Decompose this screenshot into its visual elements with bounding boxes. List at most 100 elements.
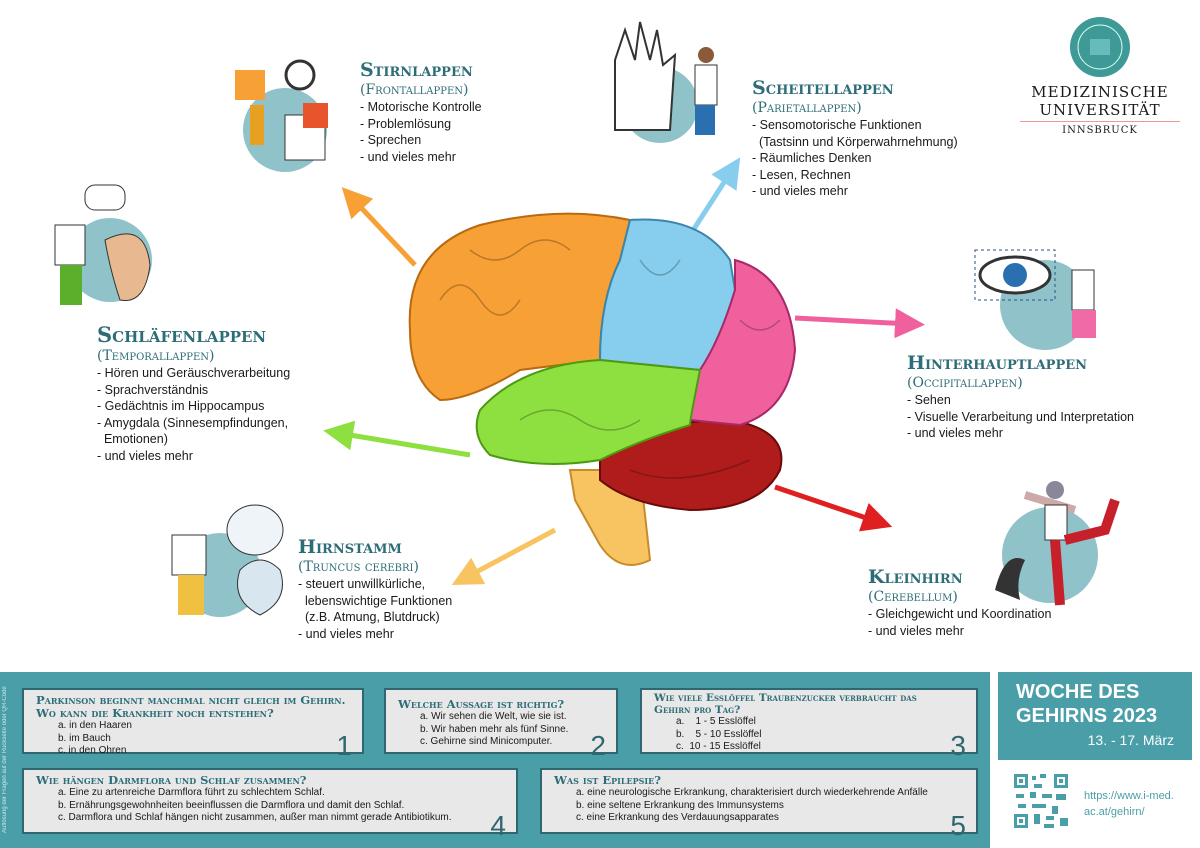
event-url-link[interactable]: https://www.i-med. ac.at/gehirn/ [1084,788,1194,820]
ear-person-illustration [54,184,152,305]
lobe-item: - Problemlösung [360,116,452,131]
lobe-subtitle: (Occipitallappen) [907,375,1023,391]
event-dates: 13. - 17. März [1087,732,1174,748]
arrow-temporal [323,420,471,458]
answer: c. 10 - 15 Esslöffel [676,741,761,752]
answer: b. Wir haben mehr als fünf Sinne. [420,723,569,735]
eye-person-illustration [974,249,1096,350]
question-number: 1 [336,729,352,761]
lobe-subtitle: (Temporallappen) [97,348,215,364]
lobe-subtitle: (Parietallappen) [752,100,862,116]
lobe-title: Scheitellappen [752,77,894,99]
quiz-question-3: Wie viele Esslöffel Traubenzucker verbra… [640,688,978,761]
lobe-item: Emotionen) [97,432,168,446]
answer: b. Ernährungsgewohnheiten beeinflussen d… [58,799,405,811]
arrow-parietal [687,157,741,237]
lobe-item: - und vieles mehr [907,426,1003,440]
lobe-item: (z.B. Atmung, Blutdruck) [298,610,440,624]
answer: b. eine seltene Erkrankung des Immunsyst… [576,799,784,811]
lobe-item: - Sehen [907,393,951,407]
lobe-item: - und vieles mehr [868,623,964,638]
lobe-subtitle: (Frontallappen) [360,82,469,98]
brain-illustration [323,157,925,586]
answer: c. Darmflora und Schlaf hängen nicht zus… [58,812,452,823]
question-number: 4 [490,809,506,841]
event-banner: WOCHE DES GEHIRNS 2023 13. - 17. März [998,672,1192,760]
question-number: 2 [590,729,606,761]
arrow-occipital [794,308,925,339]
question-text: Wie viele Esslöffel Traubenzucker verbra… [654,692,917,716]
qr-code-icon[interactable] [1012,772,1070,830]
question-text: Was ist Epilepsie? [554,773,661,787]
lobe-brainstem: Hirnstamm (Truncus cerebri) - steuert un… [298,537,452,642]
heart-lungs-person-illustration [171,504,284,617]
question-number: 3 [950,729,966,761]
arrow-cerebellum [774,484,893,532]
quiz-question-5: Was ist Epilepsie? a. eine neurologische… [540,768,978,841]
question-text: Wie hängen Darmflora und Schlaf zusammen… [36,773,307,787]
lobe-item: - und vieles mehr [752,184,848,198]
lobe-item: - Visuelle Verarbeitung und Interpretati… [907,409,1135,424]
answer: a. Eine zu artenreiche Darmflora führt z… [58,787,325,798]
question-text: Parkinson beginnt manchmal nicht gleich … [36,693,346,720]
lobe-item: - Hören und Geräuschverarbeitung [97,366,291,380]
logo-line2: UNIVERSITÄT [1020,101,1180,122]
lobe-item: - und vieles mehr [360,149,456,164]
puzzle-person-illustration [235,59,328,172]
lobe-item: - Lesen, Rechnen [752,167,851,182]
event-title-line2: GEHIRNS 2023 [1016,705,1158,727]
lobe-item: - Motorische Kontrolle [360,100,482,114]
lobe-item: - Gleichgewicht und Koordination [868,607,1052,621]
lobe-item: - Sensomotorische Funktionen [752,118,922,132]
answer: c. in den Ohren [58,745,127,756]
answer: b. 5 - 10 Esslöffel [676,728,762,740]
lobe-subtitle: (Cerebellum) [868,589,958,605]
url-line1[interactable]: https://www.i-med. [1084,790,1174,802]
lobe-title: Hirnstamm [298,536,402,558]
occipital-lobe [688,258,797,427]
lobe-item: - Gedächtnis im Hippocampus [97,399,265,413]
quiz-question-4: Wie hängen Darmflora und Schlaf zusammen… [22,768,518,841]
lobe-item: lebenswichtige Funktionen [298,593,453,608]
question-number: 5 [950,809,966,841]
answer: a. Wir sehen die Welt, wie sie ist. [420,711,567,722]
lobe-item: - und vieles mehr [97,448,193,463]
lobe-frontal: Stirnlappen (Frontallappen) - Motorische… [360,60,482,165]
yoga-person-illustration [995,481,1120,606]
logo-line1: MEDIZINISCHE [1031,83,1169,101]
quiz-question-2: Welche Aussage ist richtig? a. Wir sehen… [384,688,618,761]
lobe-cerebellum: Kleinhirn (Cerebellum) - Gleichgewicht u… [868,567,1051,639]
question-text: Welche Aussage ist richtig? [398,697,565,711]
lobe-title: Schläfenlappen [97,322,267,347]
side-note: Auflösung der Fragen auf der Rückseite o… [2,686,8,834]
lobe-item: - steuert unwillkürliche, [298,577,426,591]
lobe-item: - Sprachverständnis [97,382,209,397]
arrow-brainstem [451,527,557,586]
lobe-parietal: Scheitellappen (Parietallappen) - Sensom… [752,78,958,200]
lobe-item: - und vieles mehr [298,626,394,641]
temporal-lobe [475,358,702,465]
quiz-question-1: Parkinson beginnt manchmal nicht gleich … [22,688,364,761]
event-title-line1: WOCHE DES [1016,681,1140,703]
lobe-item: - Sprechen [360,133,422,147]
url-line2[interactable]: ac.at/gehirn/ [1084,806,1145,818]
answer: a. eine neurologische Erkrankung, charak… [576,787,928,798]
hand-person-illustration [614,21,718,143]
answer: c. Gehirne sind Minicomputer. [420,736,553,747]
answer: a. 1 - 5 Esslöffel [676,716,756,727]
lobe-occipital: Hinterhauptlappen (Occipitallappen) - Se… [907,353,1134,442]
seal-icon [1070,17,1130,77]
answer: b. im Bauch [58,732,111,744]
answer: a. in den Haaren [58,720,132,731]
university-logo: MEDIZINISCHE UNIVERSITÄT INNSBRUCK [1020,15,1180,136]
lobe-item: - Amygdala (Sinnesempfindungen, [97,415,289,430]
lobe-subtitle: (Truncus cerebri) [298,559,419,575]
answer: c. eine Erkrankung des Verdauungsapparat… [576,812,779,823]
arrow-frontal [341,187,417,267]
lobe-title: Kleinhirn [868,566,963,588]
lobe-item: (Tastsinn und Körperwahrnehmung) [752,134,958,149]
lobe-item: - Räumliches Denken [752,151,872,165]
logo-line3: INNSBRUCK [1062,125,1138,136]
lobe-temporal: Schläfenlappen (Temporallappen) - Hören … [97,323,290,464]
lobe-title: Hinterhauptlappen [907,352,1088,374]
